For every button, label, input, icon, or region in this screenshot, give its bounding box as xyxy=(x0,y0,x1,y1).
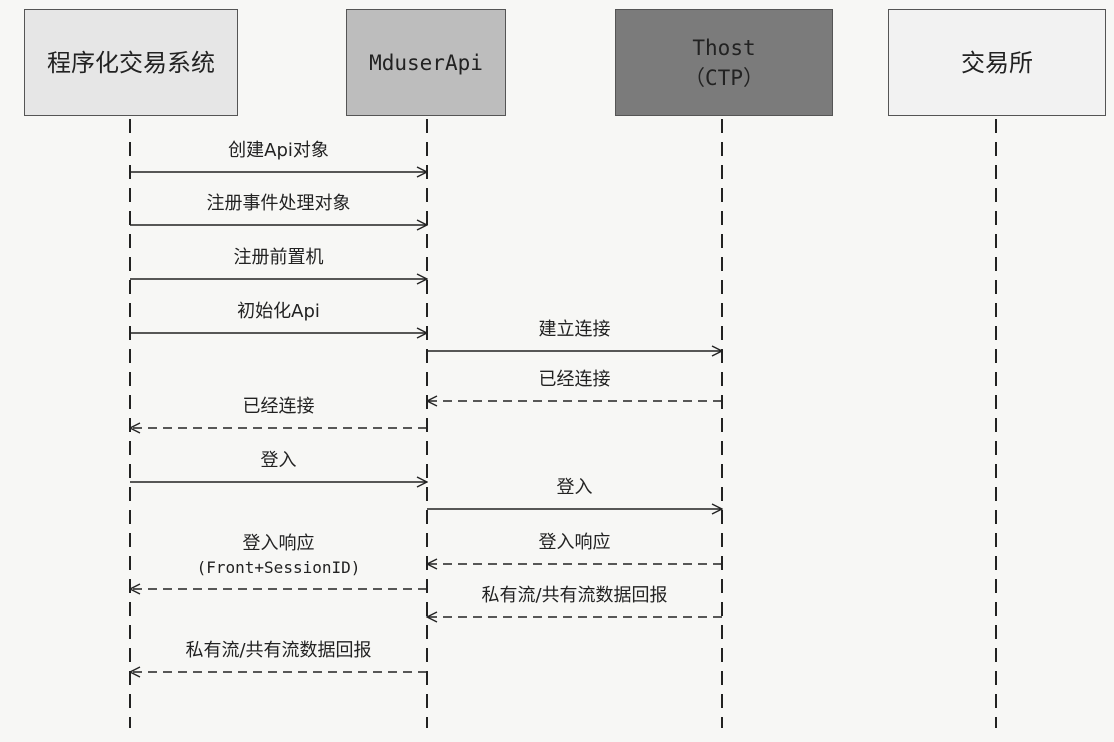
lifeline-title-thost: （CTP） xyxy=(684,65,764,90)
message-label: 私有流/共有流数据回报 xyxy=(185,640,372,661)
message-label: 建立连接 xyxy=(538,319,611,340)
message-label: 创建Api对象 xyxy=(228,140,329,161)
message-label: 私有流/共有流数据回报 xyxy=(481,585,668,606)
lifeline-box-mduserapi: MduserApi xyxy=(346,9,506,116)
lifeline-title-exchange: 交易所 xyxy=(961,48,1033,77)
message-label: 登入响应 xyxy=(242,533,315,554)
lifeline-box-thost: Thost （CTP） xyxy=(615,9,833,116)
message-label: 注册事件处理对象 xyxy=(206,193,351,214)
message-label: 已经连接 xyxy=(242,396,315,417)
lifeline-title-trading-system: 程序化交易系统 xyxy=(47,48,215,77)
lifeline-box-exchange: 交易所 xyxy=(888,9,1106,116)
message-label: 已经连接 xyxy=(538,369,611,390)
lifeline-box-trading-system: 程序化交易系统 xyxy=(24,9,238,116)
message-label: 注册前置机 xyxy=(233,247,324,268)
message-label: 登入响应 xyxy=(538,532,611,553)
message-label: 登入 xyxy=(556,477,593,498)
lifeline-title-mduserapi: MduserApi xyxy=(369,50,483,75)
lifeline-title-thost: Thost xyxy=(692,35,756,60)
message-label: 初始化Api xyxy=(237,301,320,322)
message-label: 登入 xyxy=(260,450,297,471)
message-label: (Front+SessionID) xyxy=(196,558,361,577)
